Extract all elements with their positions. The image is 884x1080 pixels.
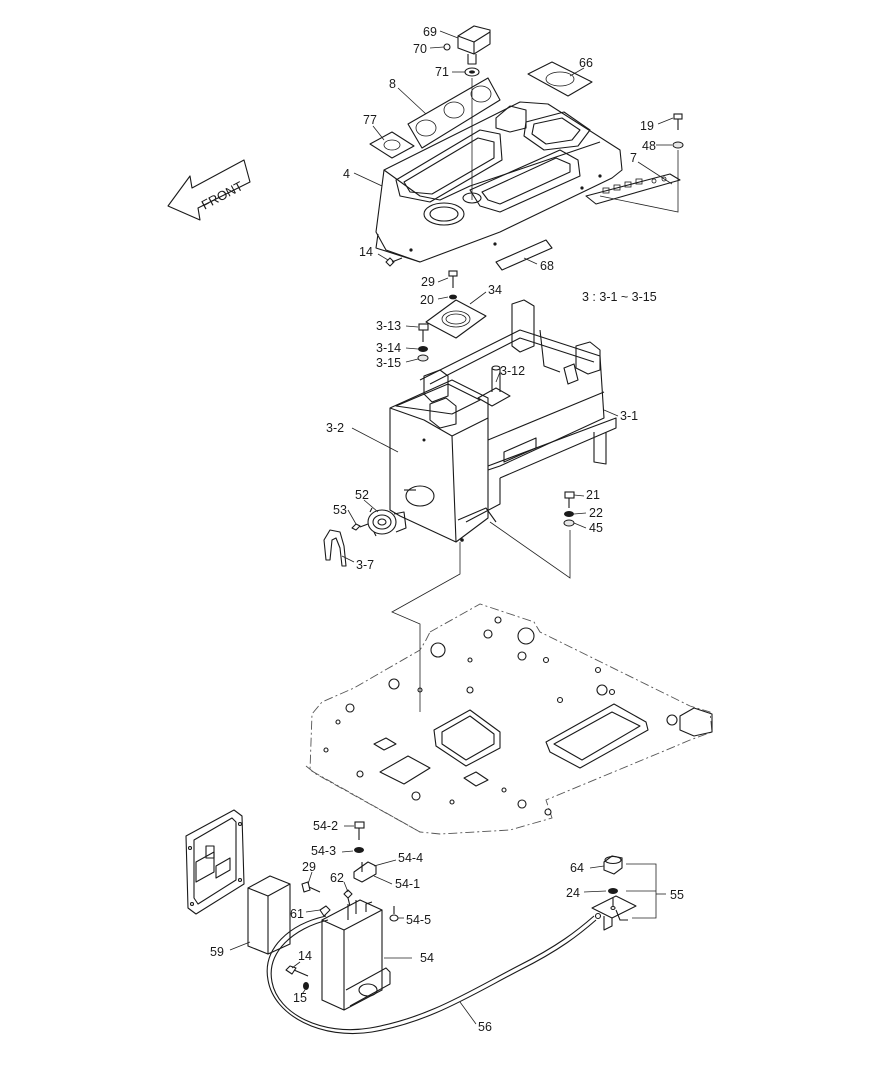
washer-70 xyxy=(443,43,451,51)
leader-lines xyxy=(229,30,679,1025)
screw-14-top xyxy=(385,257,403,267)
callout-3-13: 3-13 xyxy=(376,319,401,333)
bolt-29-bottom xyxy=(301,881,321,893)
washer-20 xyxy=(449,294,457,300)
washer-15 xyxy=(303,982,309,990)
front-arrow: FRONT xyxy=(167,159,251,221)
callout-29-bottom: 29 xyxy=(302,860,316,874)
washer-54-3 xyxy=(354,847,364,853)
callout-70: 70 xyxy=(413,42,427,56)
callout-55: 55 xyxy=(670,888,684,902)
bolt-21 xyxy=(564,491,575,508)
washer-24 xyxy=(608,888,618,894)
clip-3-7 xyxy=(323,529,347,567)
callout-15: 15 xyxy=(293,991,307,1005)
callout-61: 61 xyxy=(290,907,304,921)
callout-19: 19 xyxy=(640,119,654,133)
callout-3-2: 3-2 xyxy=(326,421,344,435)
cable-56 xyxy=(266,912,602,1034)
screw-54-5 xyxy=(389,906,399,922)
bolt-3-13 xyxy=(418,323,429,342)
bolt-29-top xyxy=(448,270,458,288)
callout-21: 21 xyxy=(586,488,600,502)
callout-14-top: 14 xyxy=(359,245,373,259)
callout-62: 62 xyxy=(330,871,344,885)
washer-22 xyxy=(564,511,574,517)
cover-59 xyxy=(247,875,291,955)
bracket-54-4 xyxy=(353,861,377,883)
gasket-66 xyxy=(527,61,593,97)
guide-line-right xyxy=(489,521,571,579)
callout-71: 71 xyxy=(435,65,449,79)
washer-3-15 xyxy=(417,354,429,362)
callout-34: 34 xyxy=(488,283,502,297)
callout-53: 53 xyxy=(333,503,347,517)
callout-66: 66 xyxy=(579,56,593,70)
callout-54-2: 54-2 xyxy=(313,819,338,833)
solenoid-54 xyxy=(321,899,391,1011)
screw-53 xyxy=(351,523,369,531)
gasket-34 xyxy=(425,299,487,339)
callout-7: 7 xyxy=(630,151,637,165)
callout-54-5: 54-5 xyxy=(406,913,431,927)
callout-24: 24 xyxy=(566,886,580,900)
filler-cap-52 xyxy=(367,507,407,537)
callout-labels: 69 70 71 66 8 77 19 48 7 4 14 68 29 20 3… xyxy=(210,25,684,1034)
range-note: 3 : 3-1 ~ 3-15 xyxy=(582,290,657,304)
callout-59: 59 xyxy=(210,945,224,959)
callout-20: 20 xyxy=(420,293,434,307)
side-panel xyxy=(185,809,245,915)
bolt-14-bottom xyxy=(285,965,309,977)
plate-77 xyxy=(369,131,415,159)
callout-56: 56 xyxy=(478,1020,492,1034)
callout-3-14: 3-14 xyxy=(376,341,401,355)
callout-3-1: 3-1 xyxy=(620,409,638,423)
grommet-71 xyxy=(464,67,480,77)
gasket-8 xyxy=(407,77,501,149)
callout-54: 54 xyxy=(420,951,434,965)
washer-45 xyxy=(563,519,575,527)
bolt-19 xyxy=(673,113,683,130)
floor-plate xyxy=(305,603,713,835)
console-cover xyxy=(375,101,623,263)
callout-3-12: 3-12 xyxy=(500,364,525,378)
guide-line-left xyxy=(391,542,461,712)
callout-8: 8 xyxy=(389,77,396,91)
switch-panel-7 xyxy=(585,173,681,205)
callout-52: 52 xyxy=(355,488,369,502)
callout-54-4: 54-4 xyxy=(398,851,423,865)
callout-29-top: 29 xyxy=(421,275,435,289)
callout-54-1: 54-1 xyxy=(395,877,420,891)
washer-48 xyxy=(672,141,684,149)
label-68 xyxy=(495,239,553,271)
callout-48: 48 xyxy=(642,139,656,153)
callout-77: 77 xyxy=(363,113,377,127)
callout-64: 64 xyxy=(570,861,584,875)
knob-69 xyxy=(457,25,491,65)
knob-64 xyxy=(603,855,623,875)
bracket-55 xyxy=(591,895,637,931)
callout-3-15: 3-15 xyxy=(376,356,401,370)
callout-3-7: 3-7 xyxy=(356,558,374,572)
callout-22: 22 xyxy=(589,506,603,520)
callout-69: 69 xyxy=(423,25,437,39)
callout-14-bottom: 14 xyxy=(298,949,312,963)
box-frame-3 xyxy=(389,299,617,543)
bolt-54-2 xyxy=(354,821,365,840)
callout-54-3: 54-3 xyxy=(311,844,336,858)
bracket-61 xyxy=(319,905,331,917)
callout-45: 45 xyxy=(589,521,603,535)
washer-3-14 xyxy=(418,346,428,352)
front-label: FRONT xyxy=(199,178,246,212)
callout-68: 68 xyxy=(540,259,554,273)
screw-62 xyxy=(343,889,353,907)
callout-4: 4 xyxy=(343,167,350,181)
